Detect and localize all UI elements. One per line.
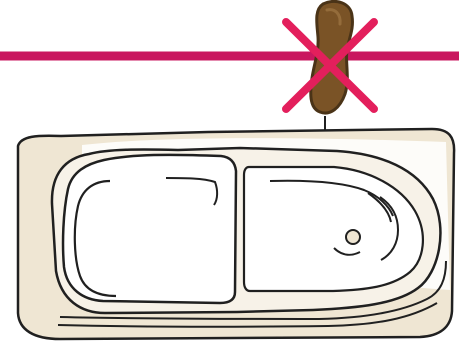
squat-toilet-icon	[18, 129, 454, 339]
drain-icon	[346, 230, 360, 244]
